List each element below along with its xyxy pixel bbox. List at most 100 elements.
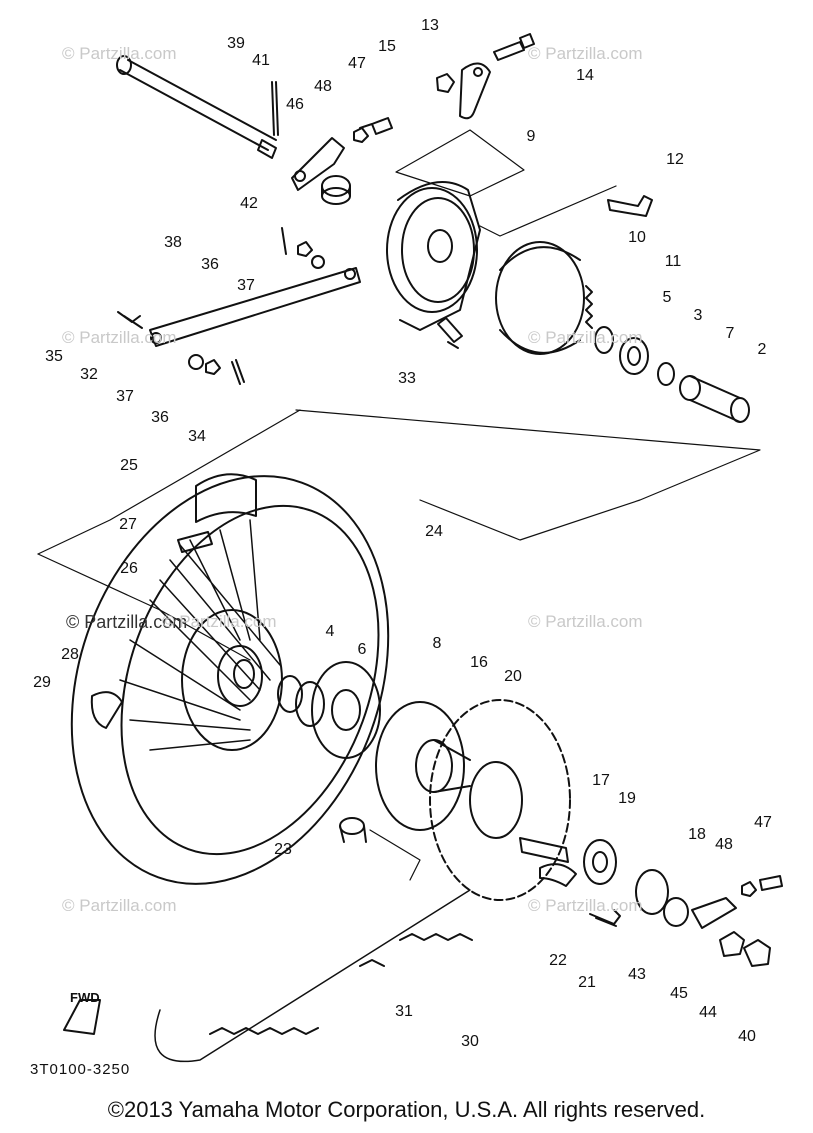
damper xyxy=(311,661,381,759)
part-label-35[interactable]: 35 xyxy=(45,348,63,365)
part-label-36[interactable]: 36 xyxy=(201,256,219,273)
drive-chain xyxy=(154,889,473,1063)
part-label-42[interactable]: 42 xyxy=(240,195,258,212)
part-label-21[interactable]: 21 xyxy=(578,974,596,991)
watermark: © Partzilla.com xyxy=(528,328,643,347)
fwd-label: FWD xyxy=(70,990,100,1005)
watermark: © Partzilla.com xyxy=(528,44,643,63)
bolt xyxy=(117,311,143,329)
part-label-24[interactable]: 24 xyxy=(425,523,443,540)
tire xyxy=(70,475,390,885)
part-label-18[interactable]: 18 xyxy=(688,826,706,843)
bolt xyxy=(437,317,463,349)
part-label-16[interactable]: 16 xyxy=(470,654,488,671)
part-label-39[interactable]: 39 xyxy=(227,35,245,52)
part-label-27[interactable]: 27 xyxy=(119,516,137,533)
part-label-37[interactable]: 37 xyxy=(116,388,134,405)
nut xyxy=(741,881,757,897)
sprocket xyxy=(429,699,571,901)
part-label-28[interactable]: 28 xyxy=(61,646,79,663)
bearing xyxy=(619,337,649,375)
part-label-38[interactable]: 38 xyxy=(164,234,182,251)
axle xyxy=(116,55,277,159)
part-label-12[interactable]: 12 xyxy=(666,151,684,168)
watermark: © Partzilla.com xyxy=(62,896,177,915)
brake-shoe xyxy=(495,241,585,355)
clutch-hub xyxy=(375,701,471,831)
copyright-notice: ©2013 Yamaha Motor Corporation, U.S.A. A… xyxy=(107,1097,706,1122)
collar xyxy=(663,897,689,927)
camshaft xyxy=(607,195,653,217)
part-label-33[interactable]: 33 xyxy=(398,370,416,387)
tube xyxy=(195,473,257,523)
part-label-32[interactable]: 32 xyxy=(80,366,98,383)
part-label-44[interactable]: 44 xyxy=(699,1004,717,1021)
watermark: © Partzilla.com xyxy=(62,44,177,63)
part-label-45[interactable]: 45 xyxy=(670,985,688,1002)
chain-adjuster xyxy=(691,897,737,929)
part-label-31[interactable]: 31 xyxy=(395,1003,413,1020)
nut xyxy=(436,73,455,93)
bolt xyxy=(589,909,621,927)
part-label-20[interactable]: 20 xyxy=(504,668,522,685)
nut xyxy=(719,931,745,957)
part-label-3[interactable]: 3 xyxy=(693,307,703,324)
part-label-48[interactable]: 48 xyxy=(314,78,332,95)
cam-lever xyxy=(459,62,491,120)
part-label-14[interactable]: 14 xyxy=(576,67,594,84)
nut xyxy=(205,359,221,375)
part-label-29[interactable]: 29 xyxy=(33,674,51,691)
part-label-4[interactable]: 4 xyxy=(325,623,335,640)
part-label-13[interactable]: 13 xyxy=(421,17,439,34)
watermark: © Partzilla.com xyxy=(66,612,188,632)
part-label-15[interactable]: 15 xyxy=(378,38,396,55)
o-ring xyxy=(295,681,325,727)
fwd-arrow xyxy=(63,999,101,1035)
watermark: © Partzilla.com xyxy=(528,896,643,915)
part-label-2[interactable]: 2 xyxy=(757,341,767,358)
part-label-11[interactable]: 11 xyxy=(664,253,682,270)
valve xyxy=(90,691,123,729)
oil-seal xyxy=(635,869,669,915)
part-label-8[interactable]: 8 xyxy=(432,635,442,652)
circlip xyxy=(657,362,675,386)
part-label-34[interactable]: 34 xyxy=(188,428,206,445)
part-label-30[interactable]: 30 xyxy=(461,1033,479,1050)
rim-band xyxy=(177,531,213,553)
cotter-pin xyxy=(271,81,279,136)
bolt xyxy=(359,117,393,135)
cotter-pin xyxy=(231,359,245,385)
part-label-47[interactable]: 47 xyxy=(348,55,366,72)
nut xyxy=(297,241,313,257)
washer xyxy=(188,354,204,370)
part-label-47[interactable]: 47 xyxy=(754,814,772,831)
part-label-26[interactable]: 26 xyxy=(120,560,138,577)
part-label-6[interactable]: 6 xyxy=(357,641,367,658)
bolt xyxy=(759,875,783,891)
spokes xyxy=(119,519,281,751)
part-label-17[interactable]: 17 xyxy=(592,772,610,789)
part-label-41[interactable]: 41 xyxy=(252,52,270,69)
collar xyxy=(339,817,367,843)
part-label-25[interactable]: 25 xyxy=(120,457,138,474)
watermark: © Partzilla.com xyxy=(528,612,643,631)
part-label-19[interactable]: 19 xyxy=(618,790,636,807)
shaft xyxy=(519,837,569,863)
diagram-code: 3T0100-3250 xyxy=(30,1061,131,1078)
part-label-7[interactable]: 7 xyxy=(725,325,735,342)
part-label-10[interactable]: 10 xyxy=(628,229,646,246)
part-label-22[interactable]: 22 xyxy=(549,952,567,969)
spring xyxy=(585,285,593,329)
part-label-43[interactable]: 43 xyxy=(628,966,646,983)
oil-seal xyxy=(277,675,303,713)
part-label-23[interactable]: 23 xyxy=(274,841,292,858)
part-label-36[interactable]: 36 xyxy=(151,409,169,426)
part-label-9[interactable]: 9 xyxy=(526,128,536,145)
watermark: © Partzilla.com xyxy=(62,328,177,347)
nut xyxy=(353,127,369,143)
part-label-40[interactable]: 40 xyxy=(738,1028,756,1045)
part-label-46[interactable]: 46 xyxy=(286,96,304,113)
part-label-5[interactable]: 5 xyxy=(662,289,672,306)
part-label-37[interactable]: 37 xyxy=(237,277,255,294)
part-label-48[interactable]: 48 xyxy=(715,836,733,853)
